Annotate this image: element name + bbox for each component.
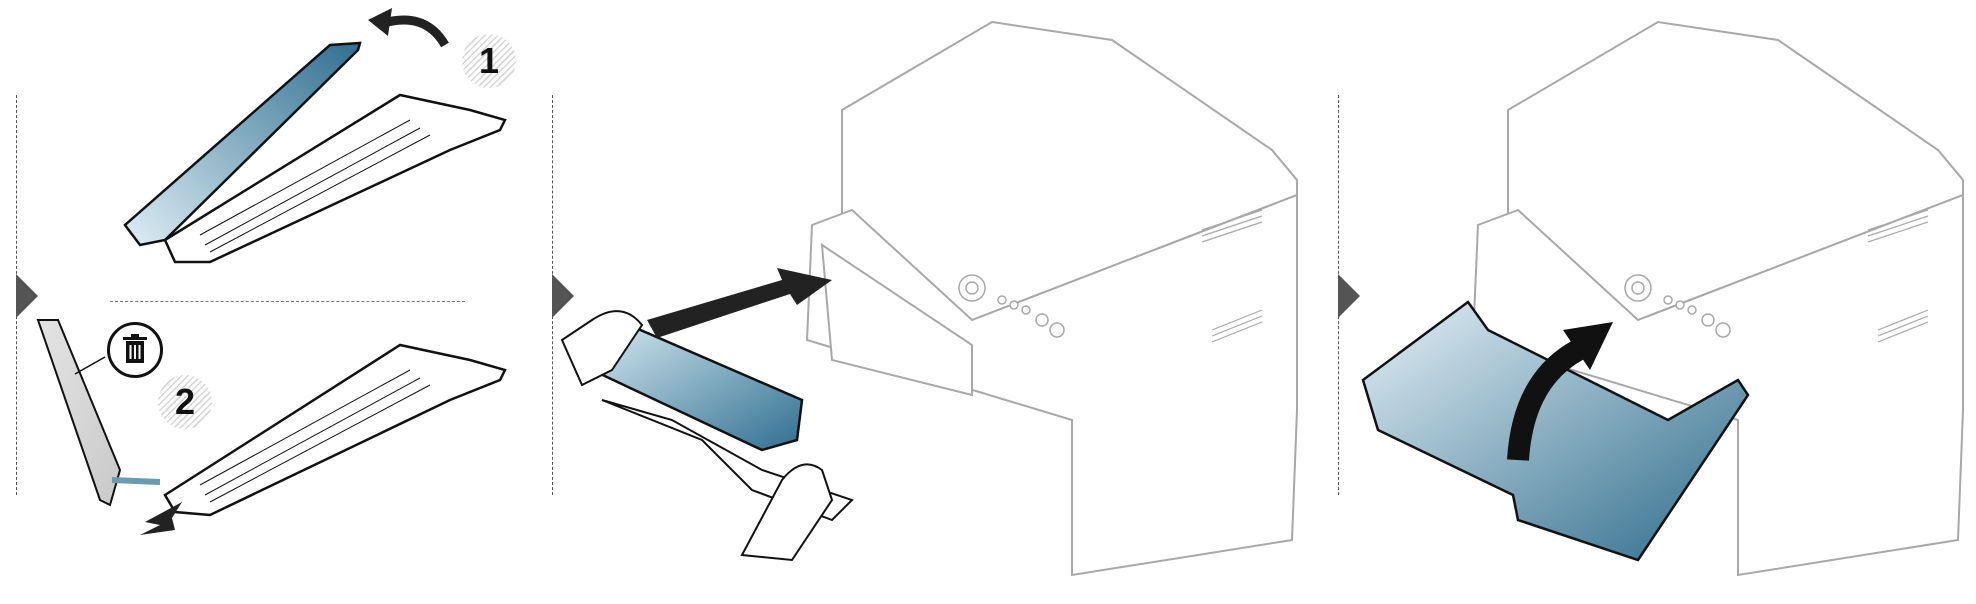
step-arrow-2: [552, 274, 574, 318]
step-arrow-3: [1338, 274, 1360, 318]
sub-step-divider: [110, 301, 465, 302]
panel-close-door: [1338, 0, 1976, 604]
step-badge-2: 2: [158, 375, 212, 429]
step-badge-1: 1: [462, 34, 516, 88]
panel-remove-cover: 1 2: [0, 0, 552, 604]
panel-insert-cartridge: [552, 0, 1338, 604]
trash-icon: [107, 322, 163, 378]
printer-close-door-illustration: [1361, 20, 1964, 577]
printer-insert-illustration: [560, 20, 1298, 577]
step-arrow-1: [16, 274, 38, 318]
toner-cartridge-illustration: [36, 8, 507, 535]
